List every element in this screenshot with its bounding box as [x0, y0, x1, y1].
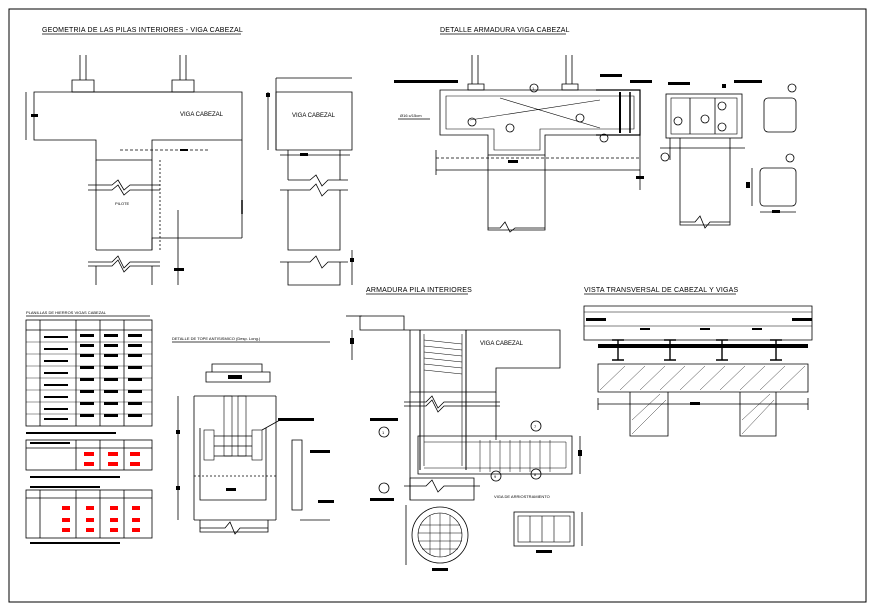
- label-viga-cabezal-1: VIGA CABEZAL: [180, 112, 224, 118]
- schedule-table-2: [25, 439, 153, 471]
- bar-note: Ø16 c/15cm: [400, 113, 422, 118]
- title-armadura-pila: ARMADURA PILA INTERIORES: [366, 287, 472, 294]
- schedule-table-3: [25, 489, 153, 539]
- transverse-view-section: VISTA TRANSVERSAL DE CABEZAL Y VIGAS: [583, 287, 813, 437]
- title-vista-transversal: VISTA TRANSVERSAL DE CABEZAL Y VIGAS: [584, 287, 739, 294]
- schedules-section: PLANILLAS DE HIERROS VIGAS CABEZAL: [25, 310, 153, 544]
- circle-label-1b: 1: [382, 430, 385, 435]
- pier-rebar-section: ARMADURA PILA INTERIORES VIGA CABEZAL 7 …: [346, 287, 583, 571]
- title-geometria: GEOMETRIA DE LAS PILAS INTERIORES - VIGA…: [42, 27, 243, 34]
- title-tope: DETALLE DE TOPE ANTISISMICO (Desp. Long.…: [172, 336, 261, 341]
- label-pilote: PILOTE: [115, 201, 130, 206]
- circle-label-1a: 1: [532, 86, 535, 91]
- circle-label-8: 8: [534, 472, 537, 477]
- title-detalle-armadura: DETALLE ARMADURA VIGA CABEZAL: [440, 27, 570, 34]
- circle-label-7: 7: [534, 424, 537, 429]
- circle-label-9: 9: [494, 474, 497, 479]
- title-viga-arriostramiento: VIGA DE ARRIOSTRAMIENTO: [494, 494, 550, 499]
- label-viga-cabezal-2: VIGA CABEZAL: [292, 113, 336, 119]
- sheet-border: [8, 8, 867, 603]
- label-viga-cabezal-3: VIGA CABEZAL: [480, 341, 524, 347]
- geometry-section: GEOMETRIA DE LAS PILAS INTERIORES - VIGA…: [25, 27, 354, 286]
- schedule-table-1: [25, 319, 153, 427]
- rebar-detail-section: DETALLE ARMADURA VIGA CABEZAL Ø16 c/15cm…: [394, 27, 797, 233]
- seismic-stop-section: DETALLE DE TOPE ANTISISMICO (Desp. Long.…: [172, 336, 334, 535]
- title-planillas: PLANILLAS DE HIERROS VIGAS CABEZAL: [26, 310, 107, 315]
